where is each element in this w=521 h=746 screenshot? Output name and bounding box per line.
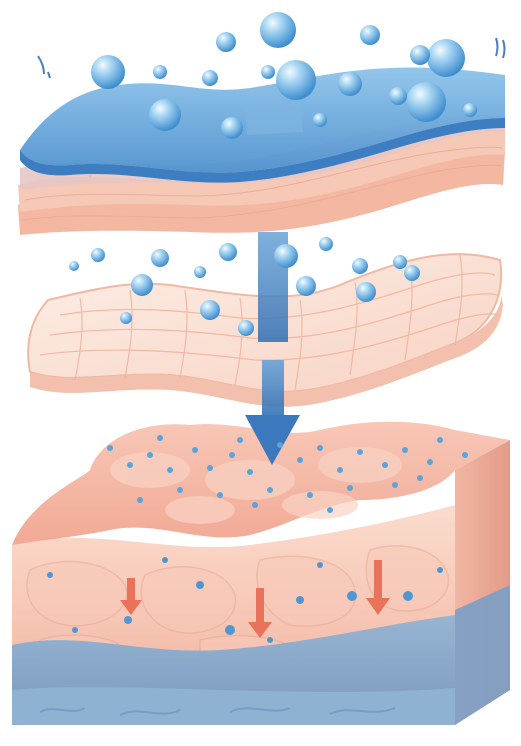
dermis-block bbox=[12, 422, 510, 725]
